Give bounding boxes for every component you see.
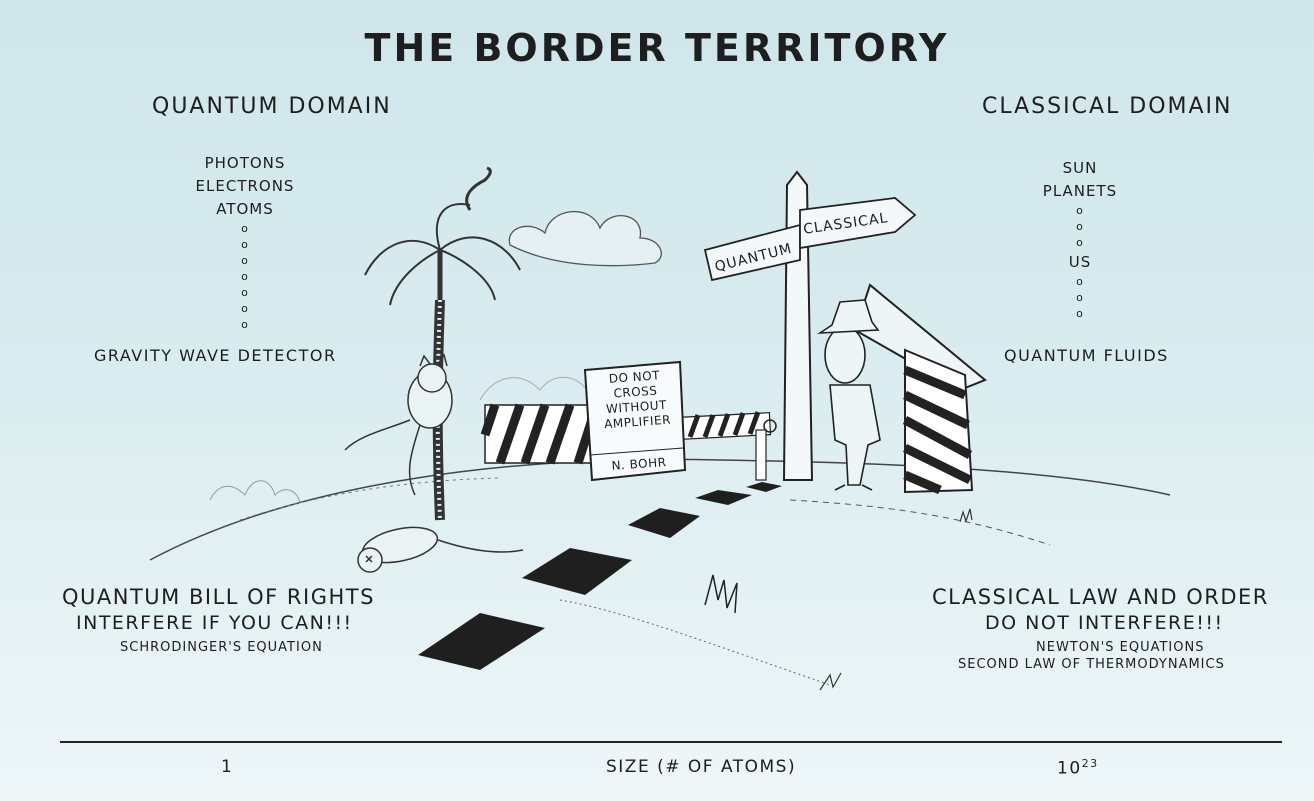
axis-max-exponent: 23 (1081, 757, 1099, 770)
axis-max-label: 1023 (1057, 757, 1099, 779)
ellipsis-dot: o (1076, 307, 1084, 320)
ellipsis-dot: o (241, 318, 249, 331)
schrodinger-equation-label: SCHRODINGER'S EQUATION (120, 640, 323, 655)
guard-booth (853, 283, 987, 495)
signpost (703, 170, 917, 481)
ellipsis-dot: o (241, 286, 249, 299)
classical-items-list: SUN PLANETS o o o US o o o (1030, 157, 1130, 322)
thermodynamics-label: SECOND LAW OF THERMODYNAMICS (958, 657, 1225, 672)
ellipsis-dot: o (1076, 236, 1084, 249)
axis-title: SIZE (# OF ATOMS) (606, 757, 797, 777)
list-item: PLANETS (1042, 182, 1118, 200)
grass-tuft (704, 574, 738, 614)
quantum-domain-heading: QUANTUM DOMAIN (152, 94, 392, 119)
do-not-cross-sign (583, 360, 687, 482)
ellipsis-dot: o (1076, 204, 1084, 217)
quantum-motto: INTERFERE IF YOU CAN!!! (76, 612, 353, 634)
schrodinger-cat-dead (357, 526, 524, 573)
barrier-gate (480, 403, 777, 481)
newtons-equations-label: NEWTON'S EQUATIONS (1036, 640, 1205, 655)
gravity-wave-detector-label: GRAVITY WAVE DETECTOR (94, 346, 337, 365)
ellipsis-dot: o (241, 222, 249, 235)
cloud (508, 211, 662, 267)
quantum-items-list: PHOTONS ELECTRONS ATOMS o o o o o o o (180, 152, 310, 333)
ellipsis-dot: o (241, 302, 249, 315)
list-item: ATOMS (216, 200, 274, 218)
axis-min-label: 1 (221, 757, 234, 777)
guard-figure (817, 299, 881, 491)
list-item: PHOTONS (204, 154, 286, 172)
list-item: SUN (1062, 159, 1098, 177)
axis-max-base: 10 (1057, 758, 1082, 779)
schrodinger-cat-alive (344, 353, 453, 496)
ellipsis-dot: o (1076, 220, 1084, 233)
ellipsis-dot: o (241, 254, 249, 267)
ellipsis-dot: o (241, 270, 249, 283)
ellipsis-dot: o (1076, 275, 1084, 288)
classical-motto: DO NOT INTERFERE!!! (985, 612, 1224, 634)
quantum-bill-of-rights: QUANTUM BILL OF RIGHTS (62, 585, 375, 609)
classical-domain-heading: CLASSICAL DOMAIN (982, 94, 1233, 119)
list-item: ELECTRONS (195, 177, 295, 195)
sign-message: DO NOT CROSS WITHOUT AMPLIFIER (590, 367, 682, 433)
stepping-stones (418, 482, 782, 670)
ellipsis-dot: o (241, 238, 249, 251)
classical-law-and-order: CLASSICAL LAW AND ORDER (932, 585, 1269, 609)
ellipsis-dot: o (1076, 291, 1084, 304)
page-title: THE BORDER TERRITORY (364, 26, 950, 70)
quantum-fluids-label: QUANTUM FLUIDS (1004, 346, 1169, 365)
list-item: US (1068, 253, 1092, 271)
